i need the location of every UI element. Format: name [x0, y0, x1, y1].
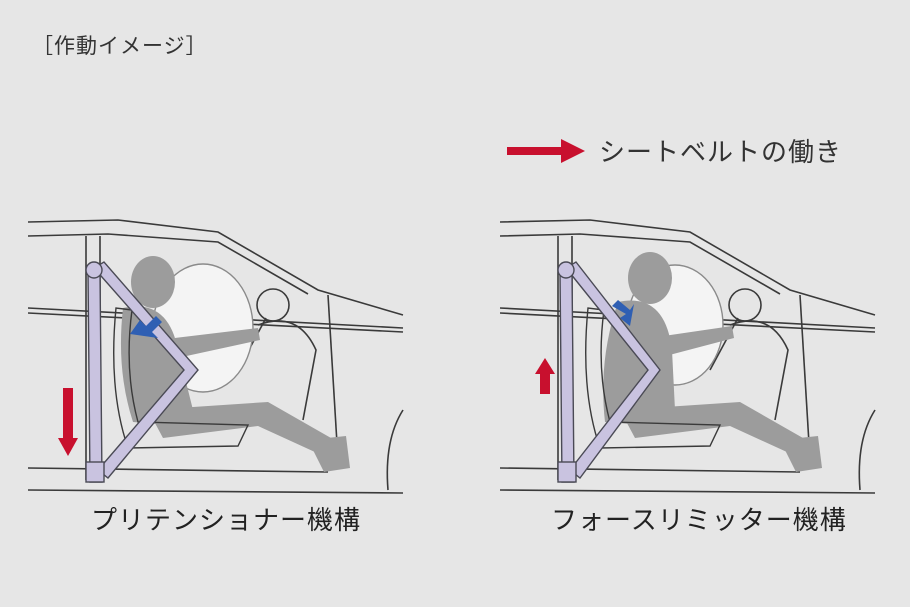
- legend: シートベルトの働き: [507, 132, 842, 169]
- legend-arrow-icon: [507, 138, 585, 163]
- chest-arrow-icon: [130, 316, 162, 338]
- page-title: ［作動イメージ］: [32, 34, 208, 58]
- pretensioner-illustration: [28, 219, 404, 494]
- chest-arrow-icon: [612, 300, 634, 326]
- force-limiter-caption: フォースリミッター機構: [551, 506, 847, 536]
- force-limiter-illustration: [500, 219, 876, 494]
- belt-arrow-down-icon: [58, 388, 78, 456]
- seat-outline: [113, 307, 250, 449]
- steering-wheel: [709, 288, 762, 371]
- seat-belt: [85, 261, 199, 483]
- seat-outline: [585, 307, 722, 449]
- seat-belt: [557, 261, 661, 483]
- occupant-silhouette: [120, 256, 350, 472]
- pretensioner-caption: プリテンショナー機構: [91, 506, 362, 536]
- legend-label: シートベルトの働き: [599, 138, 843, 168]
- belt-arrow-up-icon: [535, 358, 555, 394]
